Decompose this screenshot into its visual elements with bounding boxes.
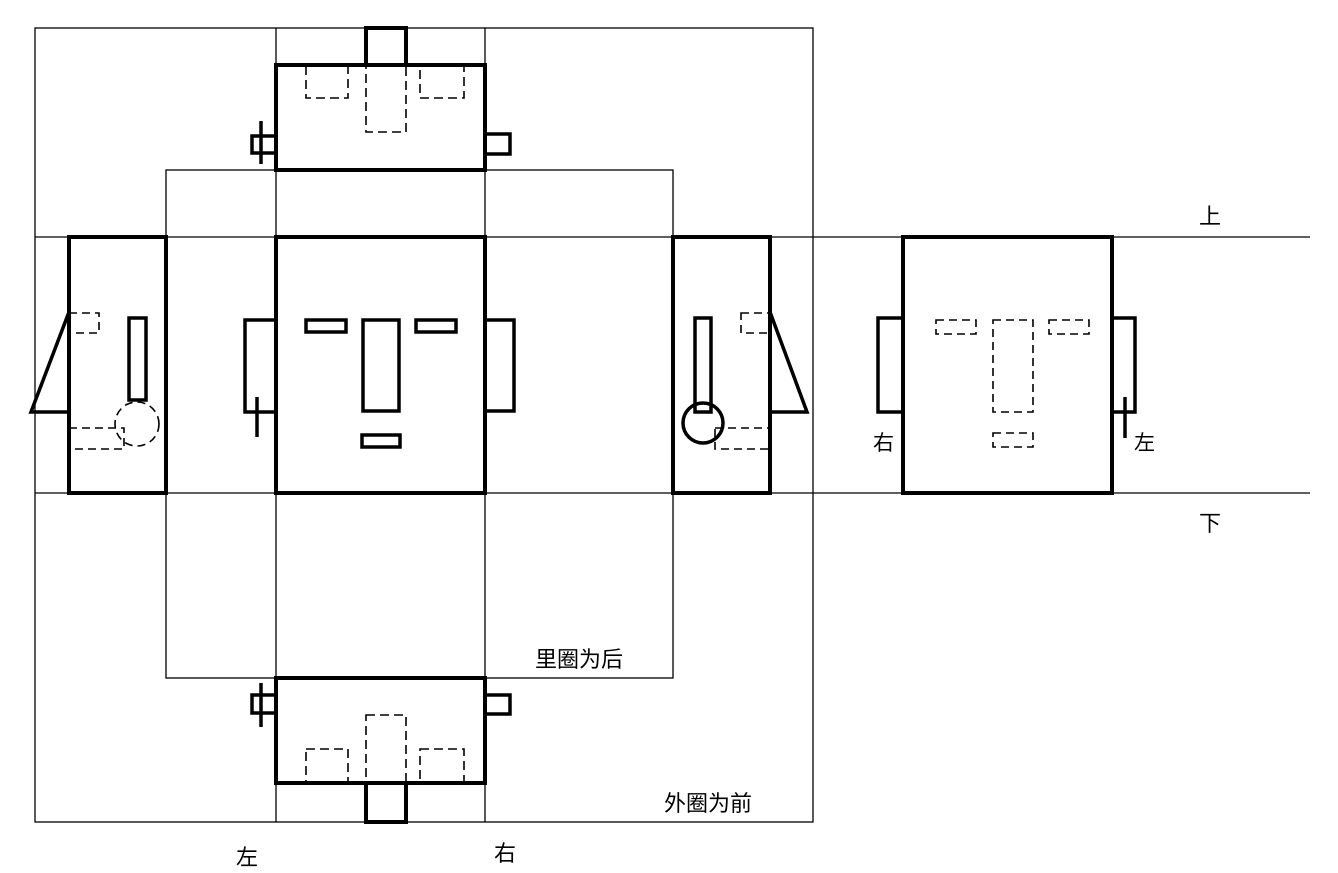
left-flap bbox=[28, 311, 71, 414]
left-ear-tab bbox=[243, 318, 278, 414]
mouth bbox=[360, 433, 402, 449]
outer-frame bbox=[34, 27, 814, 823]
label-down: 下 bbox=[1199, 512, 1222, 537]
right-eye bbox=[414, 318, 458, 334]
right-ear-tab bbox=[483, 318, 516, 413]
label-bottom-left: 左 bbox=[236, 846, 259, 871]
label-outer-ring: 外圈为前 bbox=[664, 792, 753, 817]
nose bbox=[361, 318, 401, 413]
right-flap bbox=[768, 311, 810, 414]
top-panel bbox=[250, 26, 512, 172]
bottom-side-tab-left bbox=[250, 693, 278, 715]
top-tab bbox=[364, 26, 408, 67]
bottom-panel bbox=[250, 676, 512, 824]
bottom-tab bbox=[364, 781, 408, 824]
center-face-panel bbox=[243, 235, 516, 495]
right-slot bbox=[693, 316, 713, 414]
back-left-tab bbox=[876, 316, 905, 414]
left-eye bbox=[304, 318, 348, 334]
label-inner-ring: 里圈为后 bbox=[535, 648, 624, 673]
top-side-tab-right bbox=[483, 132, 512, 156]
left-panel bbox=[28, 235, 168, 495]
left-slot bbox=[127, 316, 148, 402]
label-up: 上 bbox=[1199, 205, 1222, 230]
right-panel bbox=[671, 235, 810, 495]
back-panel bbox=[876, 235, 1137, 495]
inner-frame bbox=[165, 169, 674, 679]
top-side-tab-left bbox=[250, 134, 278, 155]
bottom-side-tab-right bbox=[483, 693, 512, 716]
label-back-left: 左 bbox=[1134, 431, 1155, 455]
label-bottom-right: 右 bbox=[494, 842, 517, 867]
right-hole bbox=[681, 401, 725, 445]
label-back-right: 右 bbox=[873, 431, 894, 455]
